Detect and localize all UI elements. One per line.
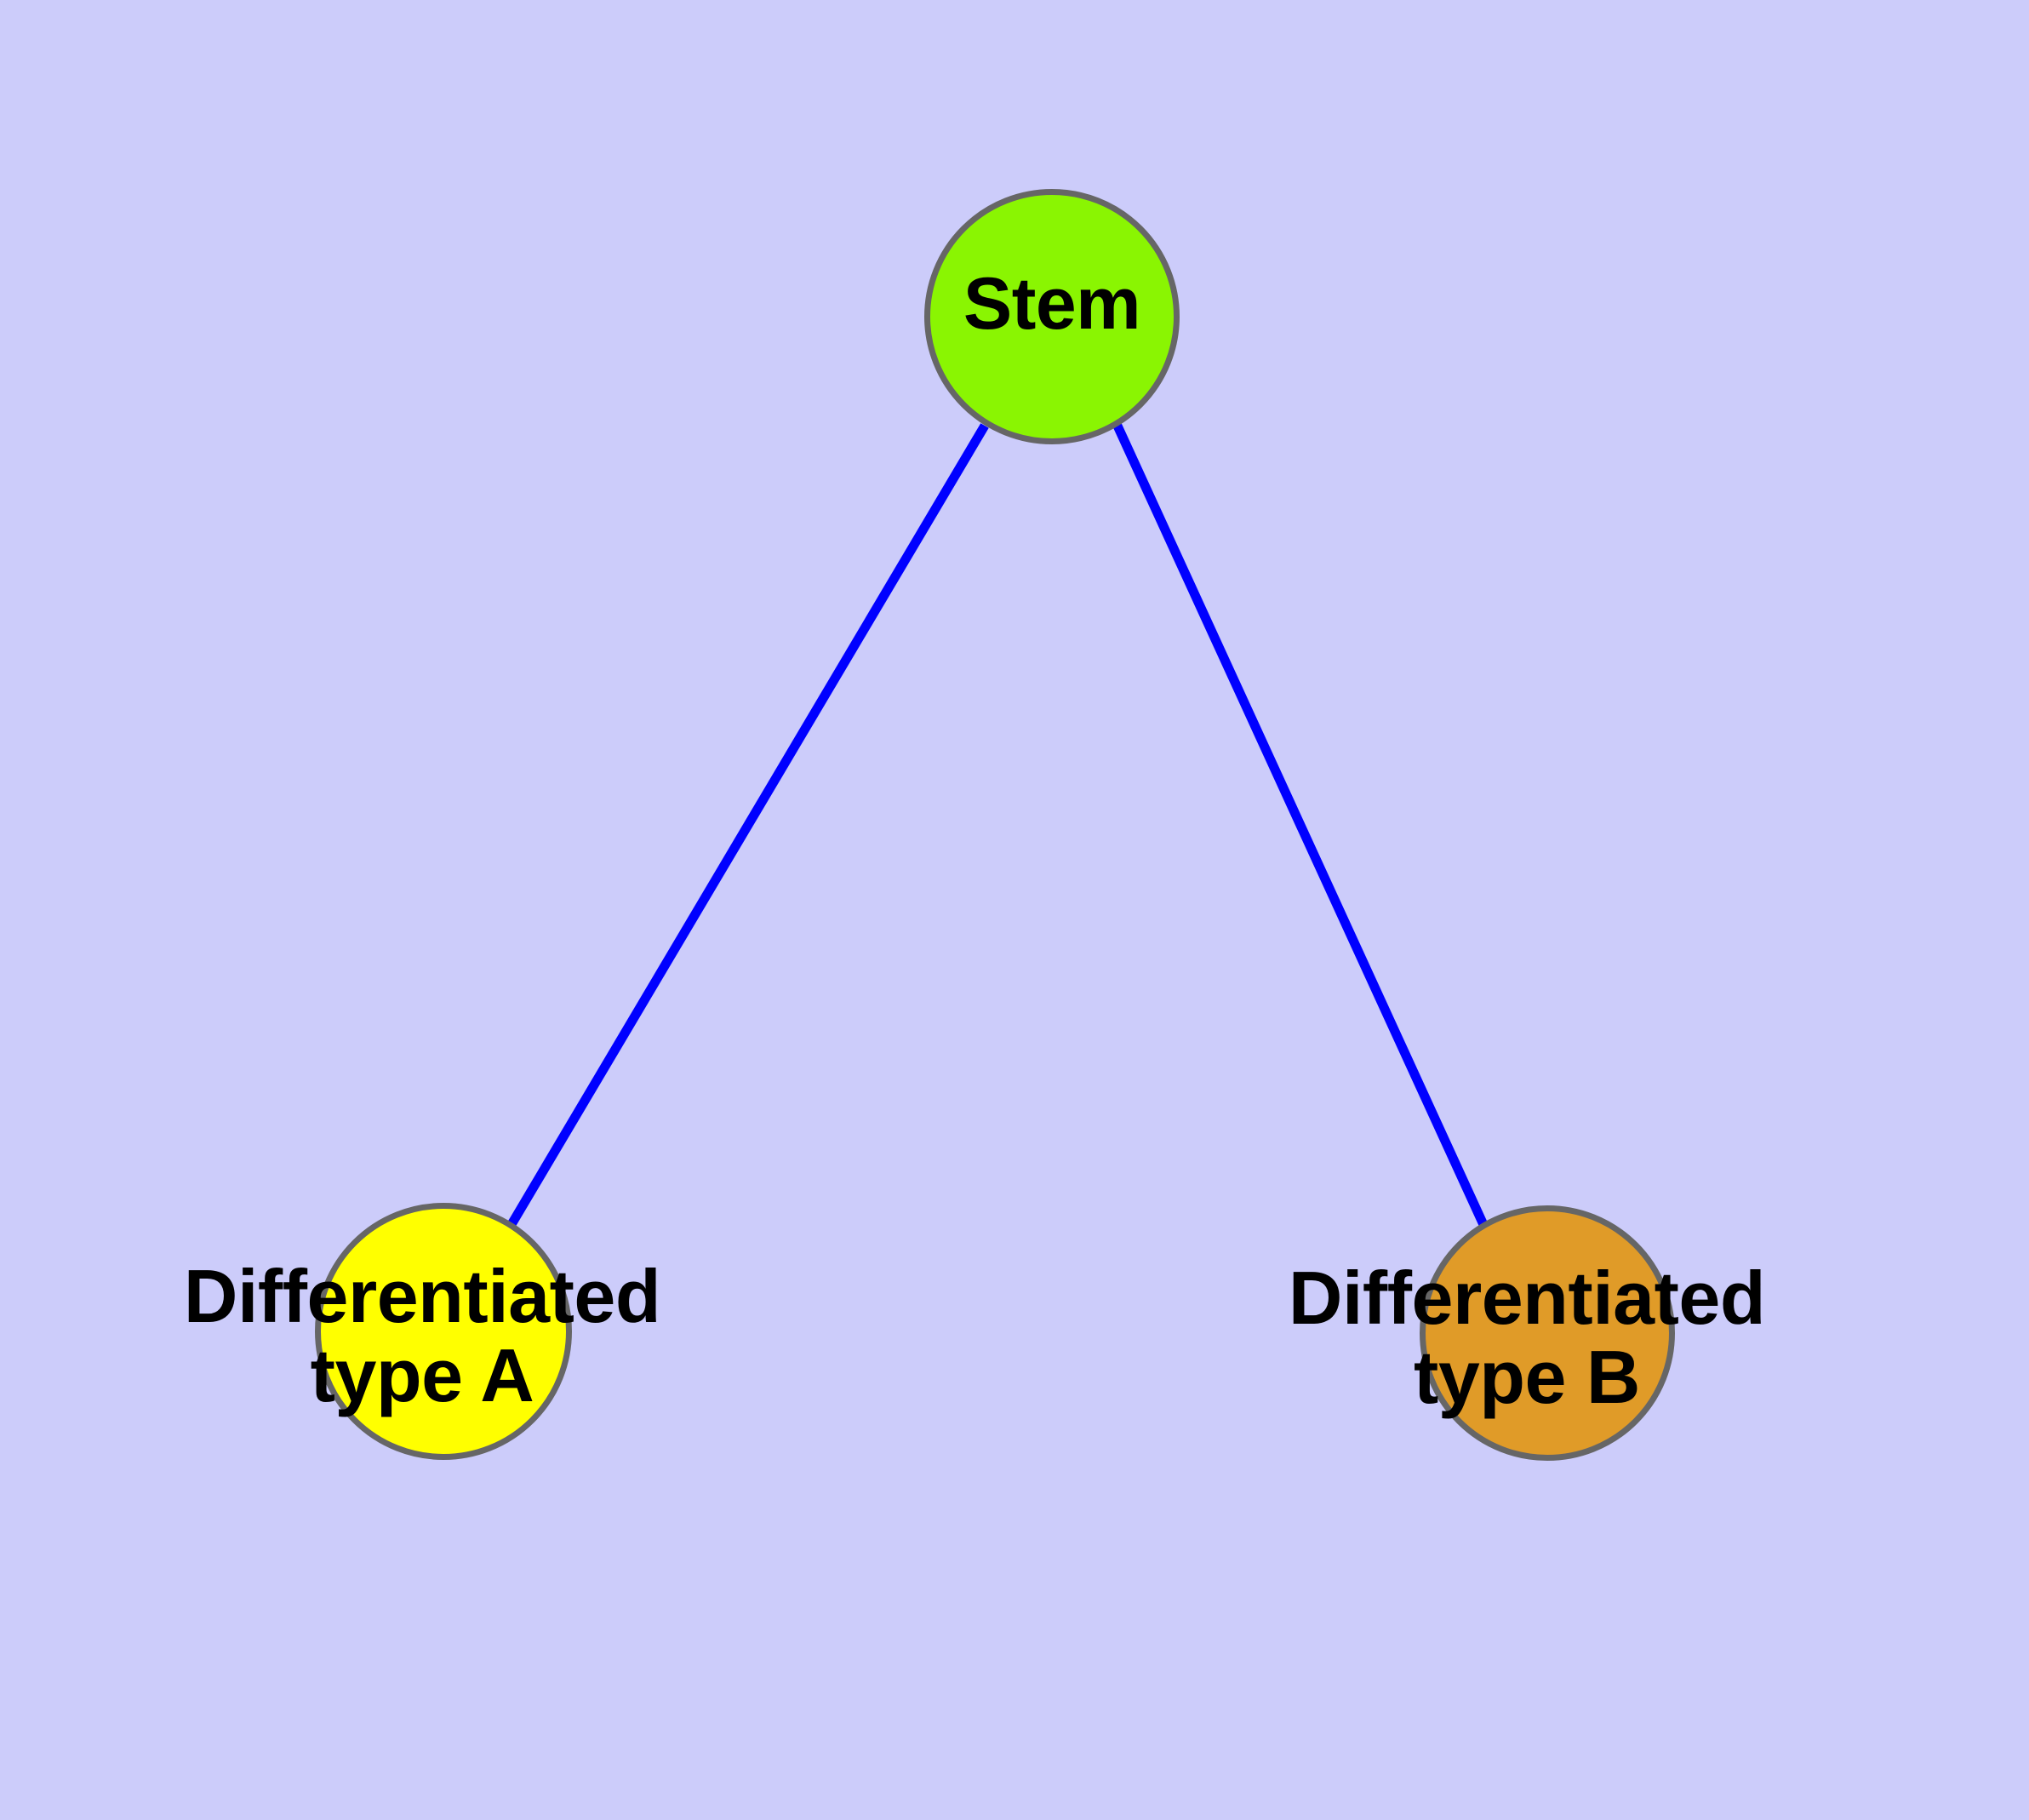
node-label-differentiated-type-b: Differentiated type B: [1288, 1256, 1766, 1420]
node-differentiated-type-b[interactable]: [1420, 1205, 1675, 1461]
node-label-differentiated-type-a: Differentiated type A: [183, 1254, 661, 1418]
node-label-stem: Stem: [963, 263, 1141, 345]
edge-stem-to-differentiated-type-b: [1112, 421, 1490, 1231]
node-differentiated-type-a[interactable]: [315, 1203, 572, 1460]
edge-stem-to-differentiated-type-a: [506, 423, 989, 1228]
node-stem[interactable]: [924, 189, 1180, 444]
